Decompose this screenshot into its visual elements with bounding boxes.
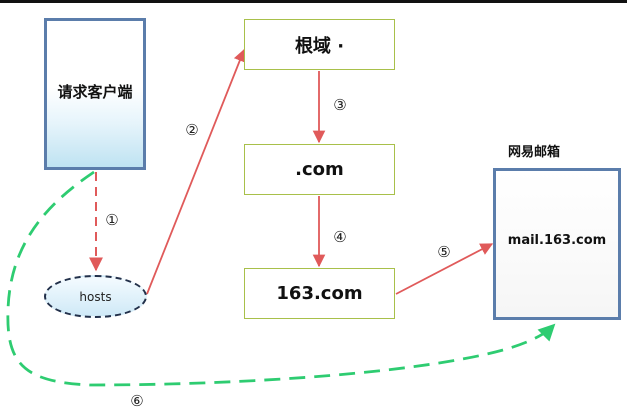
- step-1-label: ①: [105, 211, 119, 229]
- step-3-label: ③: [333, 96, 347, 114]
- root-domain-node: 根域 ·: [244, 19, 395, 70]
- mail-server-title: 网易邮箱: [508, 145, 561, 160]
- com-domain-label: .com: [295, 159, 344, 180]
- client-node: 请求客户端: [44, 18, 146, 170]
- mail-server-node: mail.163.com: [493, 168, 621, 320]
- step-4-label: ④: [333, 228, 347, 246]
- com-domain-node: .com: [244, 144, 395, 195]
- step-2-label: ②: [185, 121, 199, 139]
- step-6-label: ⑥: [130, 392, 144, 410]
- client-label: 请求客户端: [57, 82, 133, 101]
- 163-domain-node: 163.com: [244, 268, 395, 319]
- edge-client-mail-return: [6, 170, 556, 387]
- edge-163-mail: [395, 243, 494, 295]
- hosts-node: hosts: [44, 275, 147, 318]
- step-5-label: ⑤: [437, 243, 451, 261]
- hosts-label: hosts: [79, 289, 112, 304]
- edge-hosts-root: [146, 48, 246, 295]
- top-border: [0, 0, 627, 3]
- 163-domain-label: 163.com: [276, 283, 363, 304]
- root-domain-label: 根域 ·: [294, 35, 345, 57]
- mail-server-label: mail.163.com: [507, 232, 607, 248]
